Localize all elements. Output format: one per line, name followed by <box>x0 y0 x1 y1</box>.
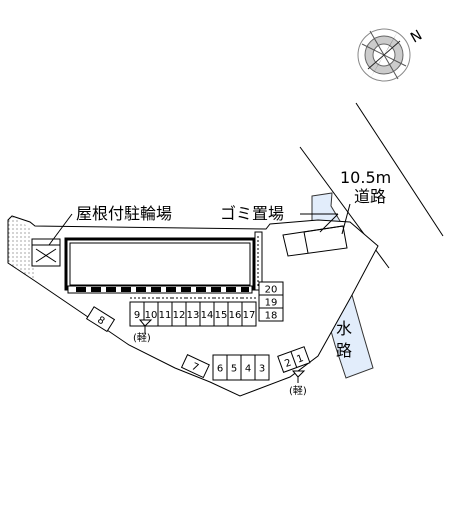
kei-label-a: (軽) <box>133 332 151 344</box>
space-label-8: 8 <box>95 315 106 328</box>
garbage-label: ゴミ置場 <box>220 204 284 223</box>
space-label-20: 20 <box>265 285 278 296</box>
parking-stack-side: 20 19 18 <box>258 281 284 322</box>
parking-space-8: 8 <box>85 306 116 333</box>
space-label-13: 13 <box>187 310 200 321</box>
parking-space-18 <box>258 307 284 322</box>
space-label-17: 17 <box>243 310 256 321</box>
parking-space-3 <box>254 354 270 381</box>
road-name-label: 道路 <box>354 187 386 206</box>
road-width-label: 10.5m <box>340 168 391 187</box>
space-label-2: 2 <box>283 357 293 370</box>
kei-marker-b <box>291 370 306 378</box>
parking-space-pair-right: 2 1 <box>277 346 311 373</box>
space-label-12: 12 <box>173 310 186 321</box>
kei-label-b: (軽) <box>289 385 307 397</box>
compass-rose: N <box>357 27 425 82</box>
space-label-11: 11 <box>159 310 172 321</box>
space-label-14: 14 <box>201 310 214 321</box>
building <box>64 231 263 294</box>
space-label-4: 4 <box>245 364 251 375</box>
parking-space-17 <box>241 301 257 327</box>
space-label-6: 6 <box>217 364 223 375</box>
space-label-19: 19 <box>265 298 278 309</box>
space-label-10: 10 <box>145 310 158 321</box>
canal-label-2: 路 <box>336 341 352 360</box>
space-label-15: 15 <box>215 310 228 321</box>
bike-shelter-leader <box>48 213 73 246</box>
canal-label-1: 水 <box>336 319 352 338</box>
space-label-3: 3 <box>259 364 265 375</box>
kei-marker-a <box>138 319 153 327</box>
bike-shelter-label: 屋根付駐輪場 <box>76 204 172 223</box>
space-label-18: 18 <box>265 311 278 322</box>
space-label-1: 1 <box>295 353 305 366</box>
road-leader <box>341 203 351 235</box>
parking-space-7: 7 <box>180 354 210 379</box>
space-label-5: 5 <box>231 364 237 375</box>
space-label-9: 9 <box>134 310 140 321</box>
space-label-16: 16 <box>229 310 242 321</box>
space-label-7: 7 <box>190 361 200 374</box>
bike-shelter <box>31 238 61 267</box>
garbage-leader-end <box>319 213 339 233</box>
compass-label: N <box>408 27 425 46</box>
planting-strip <box>8 216 35 281</box>
